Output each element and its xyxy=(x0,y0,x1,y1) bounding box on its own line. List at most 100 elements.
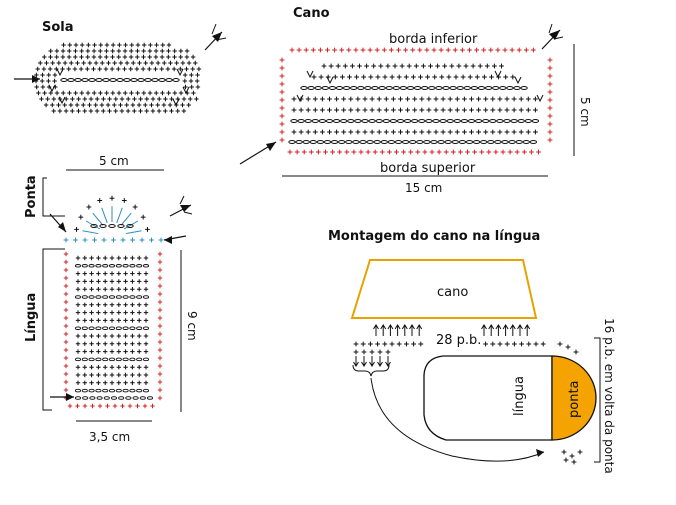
sola-chart: Sola xyxy=(14,20,227,114)
chain-symbol xyxy=(129,264,136,268)
stitch-symbol xyxy=(63,379,69,385)
chain-symbol xyxy=(345,140,353,144)
chain-symbol xyxy=(359,140,367,144)
stitch-symbol xyxy=(157,307,163,313)
stitch-symbol xyxy=(57,108,63,114)
stitch-symbol xyxy=(121,198,127,203)
stitch-symbol xyxy=(50,102,55,108)
chain-symbol xyxy=(110,396,118,400)
stitch-symbol xyxy=(289,47,295,53)
stitch-symbol xyxy=(440,129,446,135)
stitch-symbol xyxy=(96,365,101,370)
stitch-symbol xyxy=(279,129,285,135)
stitch-arrow xyxy=(394,324,401,336)
stitch-symbol xyxy=(103,318,108,323)
chain-symbol xyxy=(354,119,362,123)
stitch-symbol xyxy=(308,149,314,155)
chain-symbol xyxy=(115,388,122,393)
sola-title: Sola xyxy=(42,20,74,35)
stitch-symbol xyxy=(279,113,285,119)
chain-symbol xyxy=(444,140,452,144)
stitch-symbol xyxy=(78,214,84,220)
increase-symbol xyxy=(326,76,334,85)
stitch-symbol xyxy=(499,63,504,69)
stitch-symbol xyxy=(63,291,69,297)
stitch-symbol xyxy=(89,287,94,292)
stitch-symbol xyxy=(547,129,553,135)
stitch-symbol xyxy=(104,48,109,54)
stitch-symbol xyxy=(82,380,87,385)
stitch-symbol xyxy=(96,349,101,354)
stitch-symbol xyxy=(447,107,453,113)
stitch-symbol xyxy=(116,333,121,339)
chain-symbol xyxy=(335,86,344,90)
stitch-symbol xyxy=(157,387,163,393)
stitch-symbol xyxy=(123,271,128,276)
stitch-symbol xyxy=(96,271,101,276)
montagem-connector-arrowhead xyxy=(536,449,544,457)
stitch-symbol xyxy=(391,96,396,102)
stitch-symbol xyxy=(143,365,149,370)
stitch-symbol xyxy=(339,47,345,53)
stitch-symbol xyxy=(362,107,368,113)
montagem-stitch-count-label: 28 p.b. xyxy=(436,333,481,348)
stitch-symbol xyxy=(85,54,90,60)
stitch-symbol xyxy=(147,54,152,60)
stitch-symbol xyxy=(449,63,455,69)
cano-chart: Cano borda inferior borda superior 15 cm… xyxy=(239,6,592,195)
stitch-symbol xyxy=(82,403,88,409)
stitch-symbol xyxy=(68,102,74,108)
stitch-symbol xyxy=(144,96,150,102)
stitch-symbol xyxy=(417,47,423,53)
stitch-symbol xyxy=(82,372,87,378)
stitch-symbol xyxy=(157,299,163,305)
stitch-symbol xyxy=(147,48,153,54)
stitch-symbol xyxy=(132,96,137,102)
stitch-symbol xyxy=(321,63,327,69)
stitch-arrow xyxy=(409,324,415,336)
stitch-symbol xyxy=(443,149,449,155)
stitch-symbol xyxy=(130,271,135,276)
stitch-symbol xyxy=(89,380,94,385)
stitch-symbol xyxy=(465,149,470,155)
stitch-symbol xyxy=(137,341,142,346)
stitch-symbol xyxy=(103,310,108,315)
stitch-symbol xyxy=(483,107,489,113)
stitch-symbol xyxy=(424,47,430,53)
stitch-symbol xyxy=(422,149,428,155)
stitch-symbol xyxy=(305,96,311,102)
stitch-symbol xyxy=(82,108,87,114)
stitch-symbol xyxy=(154,90,159,96)
stitch-symbol xyxy=(137,372,142,378)
stitch-symbol xyxy=(184,48,190,54)
stitch-symbol xyxy=(469,107,474,113)
stitch-symbol xyxy=(492,63,497,69)
lingua-bracket xyxy=(42,248,65,411)
stitch-symbol xyxy=(97,198,103,203)
increase-symbol xyxy=(514,76,522,85)
stitch-symbol xyxy=(35,66,40,72)
stitch-symbol xyxy=(298,129,304,135)
stitch-symbol xyxy=(105,102,111,108)
chain-symbol xyxy=(357,86,365,90)
stitch-symbol xyxy=(103,372,108,378)
stitch-symbol xyxy=(396,74,402,80)
cano-stitches xyxy=(279,47,553,155)
chain-symbol xyxy=(67,78,75,82)
chain-symbol xyxy=(81,357,88,362)
stitch-symbol xyxy=(66,54,72,60)
stitch-symbol xyxy=(484,63,490,69)
chain-symbol xyxy=(108,224,116,228)
stitch-symbol xyxy=(157,275,163,281)
stitch-symbol xyxy=(52,72,58,78)
chain-symbol xyxy=(437,140,445,144)
chain-symbol xyxy=(88,326,95,330)
ponta-lingua-stitches xyxy=(63,195,164,409)
stitch-symbol xyxy=(405,107,410,113)
stitch-symbol xyxy=(375,341,380,347)
stitch-symbol xyxy=(103,349,108,354)
stitch-symbol xyxy=(112,60,117,66)
chain-symbol xyxy=(88,78,96,82)
stitch-symbol xyxy=(157,291,163,297)
stitch-symbol xyxy=(355,129,361,135)
